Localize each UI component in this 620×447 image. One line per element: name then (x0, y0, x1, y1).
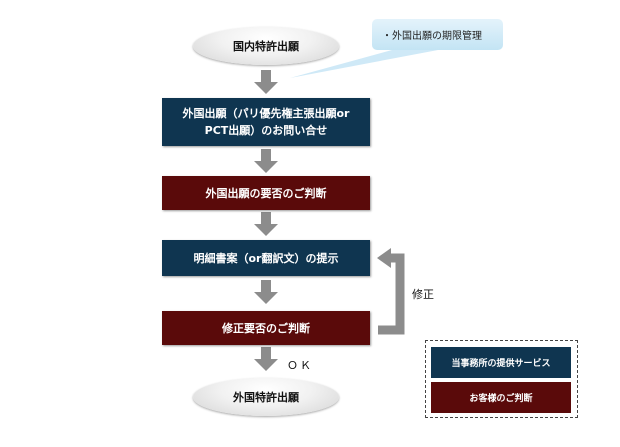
revision-decision-box: 修正要否のご判断 (162, 311, 370, 345)
end-node-label: 外国特許出願 (233, 391, 299, 404)
start-node-label: 国内特許出願 (233, 40, 299, 53)
legend-service-label: 当事務所の提供サービス (451, 359, 551, 369)
ok-label: ＯＫ (287, 359, 313, 372)
revise-label: 修正 (412, 288, 434, 301)
foreign-application-decision-label: 外国出願の要否のご判断 (205, 187, 327, 200)
arrow-down-2 (254, 149, 278, 173)
start-node-domestic-patent: 国内特許出願 (193, 27, 339, 65)
foreign-application-inquiry-box: 外国出願（パリ優先権主張出願or PCT出願）のお問い合せ (162, 98, 370, 146)
legend: 当事務所の提供サービス お客様のご判断 (425, 340, 578, 418)
legend-client-label: お客様のご判断 (469, 394, 533, 404)
arrow-down-1 (254, 70, 278, 94)
end-node-foreign-patent: 外国特許出願 (193, 378, 339, 416)
legend-service-item: 当事務所の提供サービス (431, 347, 571, 378)
spec-draft-label: 明細書案（or翻訳文）の提示 (193, 251, 339, 265)
foreign-application-inquiry-label: 外国出願（パリ優先権主張出願or PCT出願）のお問い合せ (182, 107, 350, 137)
legend-client-item: お客様のご判断 (431, 382, 571, 413)
arrow-down-4 (254, 280, 278, 304)
revision-decision-label: 修正要否のご判断 (222, 322, 310, 335)
arrow-down-5 (254, 347, 278, 371)
arrow-down-3 (254, 212, 278, 236)
foreign-application-decision-box: 外国出願の要否のご判断 (162, 176, 370, 210)
revise-loop-arrowhead (377, 248, 391, 268)
deadline-callout-text: ・外国出願の期限管理 (382, 31, 482, 42)
deadline-callout: ・外国出願の期限管理 (372, 19, 503, 50)
revise-loop-arrow (378, 253, 405, 335)
callout-pointer (290, 50, 438, 78)
spec-draft-box: 明細書案（or翻訳文）の提示 (162, 240, 370, 276)
